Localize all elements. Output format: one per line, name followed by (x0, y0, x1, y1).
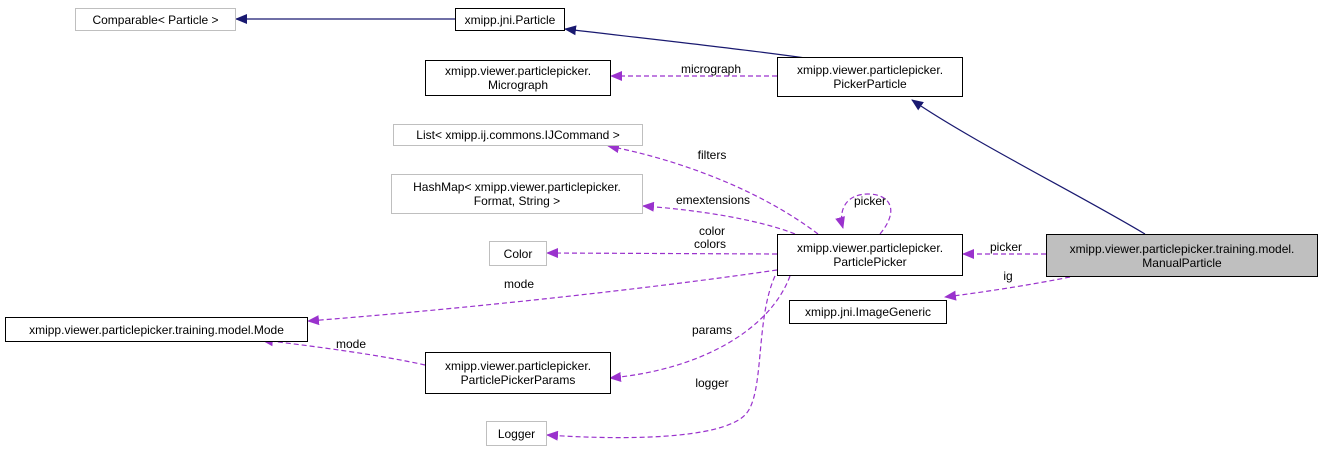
edge-label-filters: filters (697, 148, 727, 162)
class-name-line: xmipp.viewer.particlepicker. (796, 63, 944, 77)
class-name-line: HashMap< xmipp.viewer.particlepicker. (413, 180, 621, 194)
class-name-label: List< xmipp.ij.commons.IJCommand > (416, 128, 619, 142)
edge-label-colors: colors (693, 237, 727, 251)
class-name-line: Format, String > (473, 194, 561, 208)
class-name-line: xmipp.viewer.particlepicker. (444, 359, 592, 373)
edge-label-logger: logger (695, 376, 729, 390)
class-name-line: xmipp.viewer.particlepicker. (444, 64, 592, 78)
class-manual-particle[interactable]: xmipp.viewer.particlepicker.training.mod… (1046, 234, 1318, 277)
edge-particlepicker-params (609, 275, 791, 383)
class-image-generic[interactable]: xmipp.jni.ImageGeneric (789, 300, 947, 324)
class-name-line: Micrograph (487, 78, 549, 92)
edge-label-ig: ig (1003, 269, 1013, 283)
edge-label-emextensions: emextensions (675, 193, 751, 207)
class-name-line: xmipp.jni.Particle (464, 12, 556, 27)
edge-particlepicker-mode (307, 269, 778, 326)
class-picker-particle[interactable]: xmipp.viewer.particlepicker.PickerPartic… (777, 57, 963, 97)
class-name-label: HashMap< xmipp.viewer.particlepicker.For… (413, 180, 621, 208)
edge-label-params: params (691, 323, 733, 337)
edge-manualparticle-imagegeneric (944, 276, 1071, 301)
class-logger[interactable]: Logger (486, 421, 547, 446)
class-comparable[interactable]: Comparable< Particle > (75, 8, 236, 31)
class-name-line: ManualParticle (1142, 255, 1222, 270)
class-name-line: xmipp.viewer.particlepicker.training.mod… (1069, 241, 1295, 256)
class-hashmap[interactable]: HashMap< xmipp.viewer.particlepicker.For… (391, 174, 643, 214)
class-micrograph[interactable]: xmipp.viewer.particlepicker.Micrograph (425, 60, 611, 96)
class-name-line: xmipp.jni.ImageGeneric (804, 305, 932, 319)
edge-manualparticle-to-pickerparticle (911, 99, 1146, 235)
edge-particlepicker-self-picker (835, 193, 892, 235)
class-name-label: Comparable< Particle > (92, 13, 218, 27)
edge-label-color: color (698, 224, 726, 238)
edge-particlepicker-color (546, 248, 778, 259)
class-name-label: Color (504, 247, 533, 261)
class-name-label: Logger (498, 427, 535, 441)
class-jni-particle[interactable]: xmipp.jni.Particle (455, 8, 565, 31)
class-color[interactable]: Color (489, 241, 547, 266)
class-name-label: xmipp.viewer.particlepicker.PickerPartic… (797, 63, 943, 91)
class-name-line: xmipp.viewer.particlepicker. (796, 241, 944, 255)
class-name-line: List< xmipp.ij.commons.IJCommand > (416, 128, 620, 142)
class-name-line: xmipp.viewer.particlepicker.training.mod… (29, 322, 284, 337)
class-name-line: Logger (497, 426, 536, 441)
class-name-label: xmipp.viewer.particlepicker.ParticlePick… (445, 359, 591, 387)
edge-label-picker-self: picker (853, 194, 887, 208)
class-name-label: xmipp.jni.ImageGeneric (805, 305, 931, 319)
class-mode[interactable]: xmipp.viewer.particlepicker.training.mod… (5, 317, 308, 342)
class-name-line: ParticlePickerParams (460, 373, 576, 387)
class-list-ijcommand[interactable]: List< xmipp.ij.commons.IJCommand > (393, 124, 643, 146)
class-name-label: xmipp.viewer.particlepicker.training.mod… (29, 323, 284, 337)
class-name-line: PickerParticle (833, 77, 907, 91)
edge-label-mode-bottom: mode (335, 337, 367, 351)
edge-label-mode-top: mode (503, 277, 535, 291)
edge-label-picker: picker (989, 240, 1023, 254)
class-name-line: Comparable< Particle > (92, 12, 219, 27)
class-name-line: ParticlePicker (833, 255, 907, 269)
edge-particlepicker-filters (607, 143, 819, 235)
class-name-label: xmipp.jni.Particle (465, 13, 556, 27)
edge-params-mode (261, 336, 426, 366)
class-name-label: xmipp.viewer.particlepicker.ParticlePick… (797, 241, 943, 269)
class-name-label: xmipp.viewer.particlepicker.Micrograph (445, 64, 591, 92)
class-particle-picker[interactable]: xmipp.viewer.particlepicker.ParticlePick… (777, 234, 963, 276)
class-name-label: xmipp.viewer.particlepicker.training.mod… (1070, 242, 1295, 270)
edge-label-micrograph: micrograph (680, 62, 742, 76)
class-picker-params[interactable]: xmipp.viewer.particlepicker.ParticlePick… (425, 352, 611, 394)
class-name-line: Color (503, 246, 533, 261)
edge-particlepicker-logger (546, 275, 776, 441)
